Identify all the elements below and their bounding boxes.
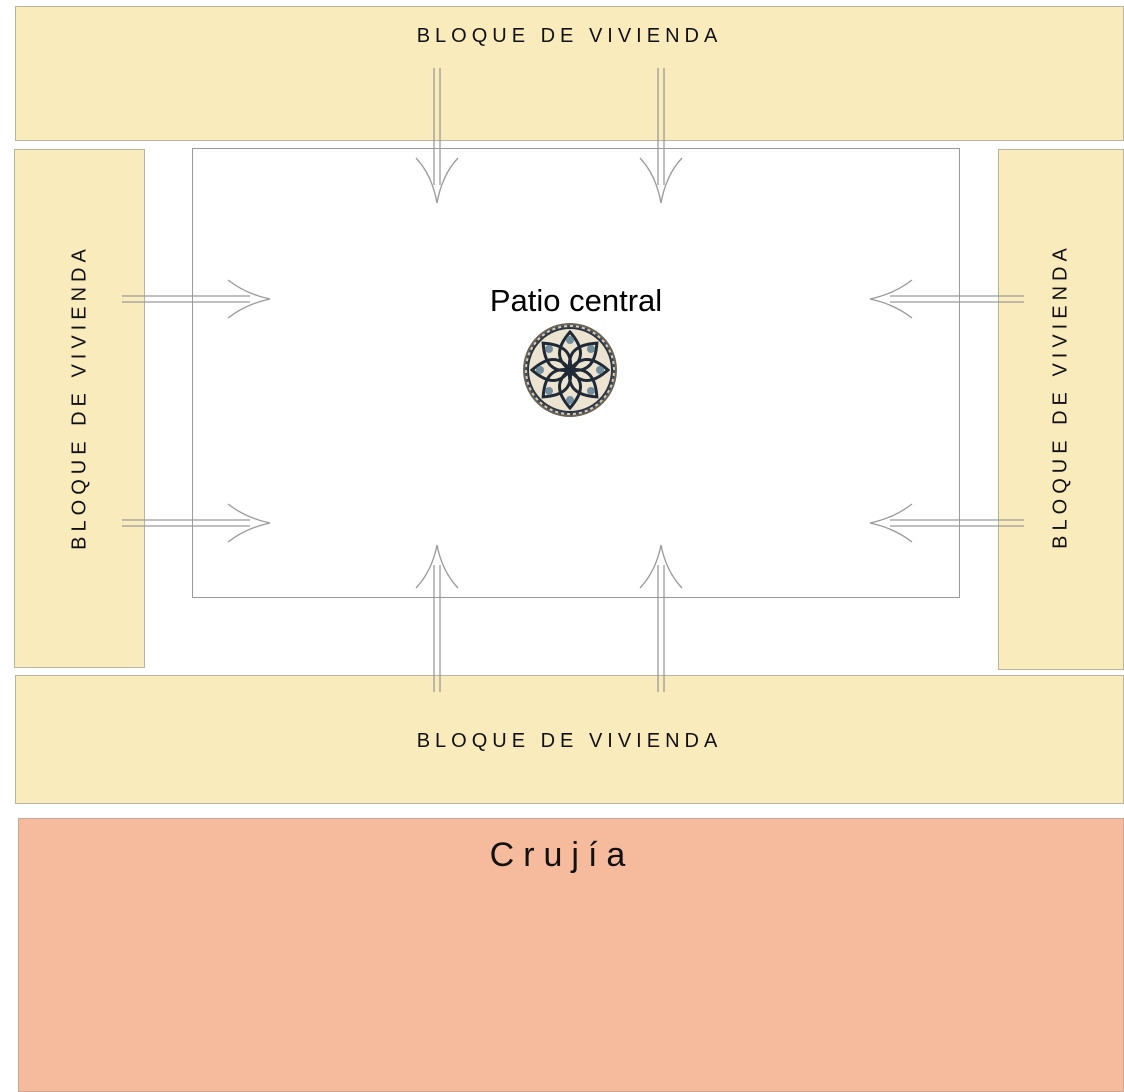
arrow-down-left	[415, 68, 459, 204]
arrow-up-left	[415, 544, 459, 692]
courtyard-title: Patio central	[489, 283, 663, 318]
housing-block-top: BLOQUE DE VIVIENDA	[15, 6, 1124, 141]
housing-block-left: BLOQUE DE VIVIENDA	[14, 149, 145, 668]
housing-block-bottom: BLOQUE DE VIVIENDA	[15, 675, 1124, 804]
housing-block-top-label: BLOQUE DE VIVIENDA	[416, 25, 723, 47]
arrow-right-top	[122, 279, 271, 319]
arrow-left-bottom	[869, 503, 1024, 543]
ornamental-rosette-icon	[523, 323, 617, 417]
housing-block-bottom-label: BLOQUE DE VIVIENDA	[416, 730, 723, 752]
arrow-right-bottom	[122, 503, 271, 543]
crujia-block	[18, 818, 1124, 1092]
arrow-left-top	[869, 279, 1024, 319]
crujia-title: Crujía	[489, 836, 635, 874]
central-courtyard	[192, 148, 960, 598]
arrow-down-right	[639, 68, 683, 204]
arrow-up-right	[639, 544, 683, 692]
